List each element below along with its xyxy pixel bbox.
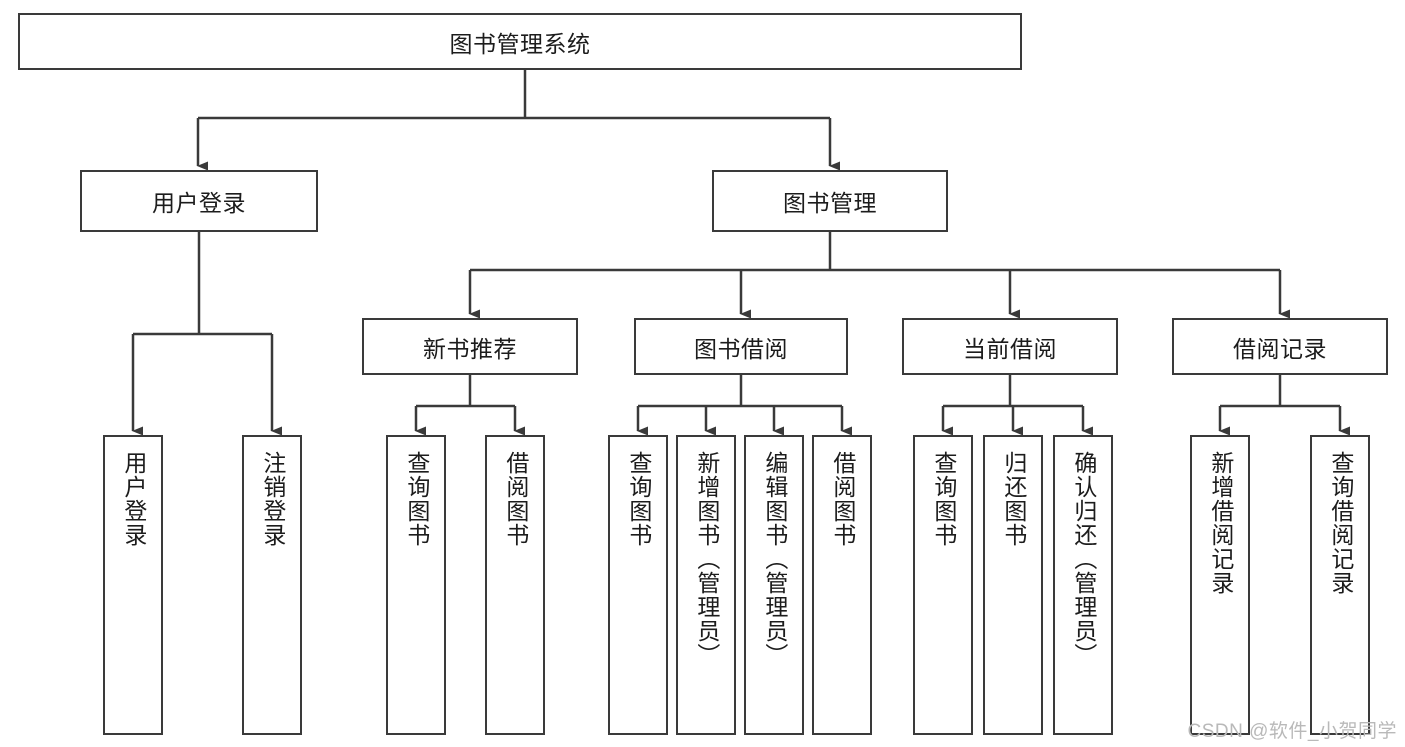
node-new-book-recommend[interactable]: 新书推荐 [362,318,578,375]
node-label: 新增借阅记录 [1207,451,1234,595]
node-borrow-record[interactable]: 借阅记录 [1172,318,1388,375]
node-label: 当前借阅 [963,335,1057,362]
node-label: 归还图书 [1000,451,1027,547]
leaf-add-book-admin[interactable]: 新增图书（管理员） [676,435,736,735]
node-label: 查询图书 [930,451,957,547]
node-label: 查询图书 [403,451,430,547]
node-label: 图书管理系统 [449,30,591,57]
node-label: 借阅图书 [829,451,856,547]
node-label: 查询借阅记录 [1327,451,1354,595]
node-label: 图书管理 [783,190,877,216]
node-label: 新增图书（管理员） [693,451,720,667]
node-label: 新书推荐 [423,335,517,362]
leaf-edit-book-admin[interactable]: 编辑图书（管理员） [744,435,804,735]
leaf-logout[interactable]: 注销登录 [242,435,302,735]
node-label: 用户登录 [152,190,246,216]
leaf-query-borrow-record[interactable]: 查询借阅记录 [1310,435,1370,735]
leaf-add-borrow-record[interactable]: 新增借阅记录 [1190,435,1250,735]
node-current-borrow[interactable]: 当前借阅 [902,318,1118,375]
node-book-borrow[interactable]: 图书借阅 [634,318,848,375]
leaf-borrow-book-nb[interactable]: 借阅图书 [485,435,545,735]
node-label: 图书借阅 [694,335,788,362]
node-label: 借阅图书 [502,451,529,547]
leaf-query-book-cb[interactable]: 查询图书 [913,435,973,735]
node-label: 查询图书 [625,451,652,547]
node-label: 编辑图书（管理员） [761,451,788,667]
node-label: 确认归还（管理员） [1070,451,1097,667]
node-label: 注销登录 [259,451,286,547]
leaf-user-login[interactable]: 用户登录 [103,435,163,735]
node-label: 用户登录 [120,451,147,547]
node-user-login[interactable]: 用户登录 [80,170,318,232]
leaf-query-book-nb[interactable]: 查询图书 [386,435,446,735]
leaf-borrow-book-bb[interactable]: 借阅图书 [812,435,872,735]
node-book-management[interactable]: 图书管理 [712,170,948,232]
leaf-return-book[interactable]: 归还图书 [983,435,1043,735]
leaf-confirm-return-admin[interactable]: 确认归还（管理员） [1053,435,1113,735]
csdn-watermark: CSDN @软件_小贺同学 [1187,721,1397,742]
node-root-system[interactable]: 图书管理系统 [18,13,1022,70]
leaf-query-book-bb[interactable]: 查询图书 [608,435,668,735]
node-label: 借阅记录 [1233,335,1327,362]
